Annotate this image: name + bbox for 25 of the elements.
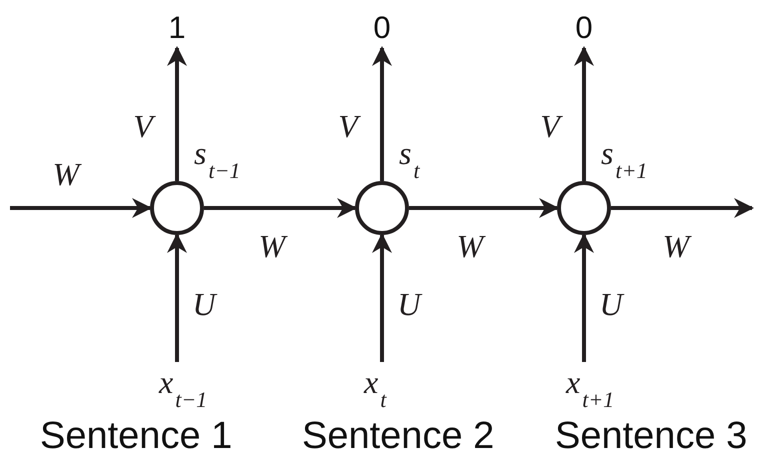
arrow — [10, 198, 152, 218]
arrow — [574, 233, 594, 362]
arrow — [167, 233, 187, 362]
input-label: x$_{t−1}$ — [159, 363, 208, 414]
sentence-caption: Sentence 1 — [40, 414, 232, 458]
state-circle — [150, 181, 204, 235]
output-label: 1 — [167, 10, 187, 46]
state-label: s$_{t−1}$ — [194, 134, 240, 185]
arrow — [611, 198, 754, 218]
input-label: x$_{t}$ — [364, 363, 386, 414]
arrow — [372, 46, 392, 181]
state-label: s$_{t}$ — [399, 134, 420, 185]
arrow — [409, 198, 559, 218]
arrow — [574, 46, 594, 181]
state-circle — [355, 181, 409, 235]
input-label: x$_{t+1}$ — [566, 363, 614, 414]
arrow — [204, 198, 357, 218]
state-label: s$_{t+1}$ — [601, 134, 648, 185]
sentence-caption: Sentence 2 — [302, 414, 494, 458]
state-circle — [557, 181, 611, 235]
output-label: 0 — [574, 10, 594, 46]
sentence-caption: Sentence 3 — [555, 414, 748, 458]
output-label: 0 — [372, 10, 392, 46]
arrow — [372, 233, 392, 362]
arrow — [167, 46, 187, 181]
